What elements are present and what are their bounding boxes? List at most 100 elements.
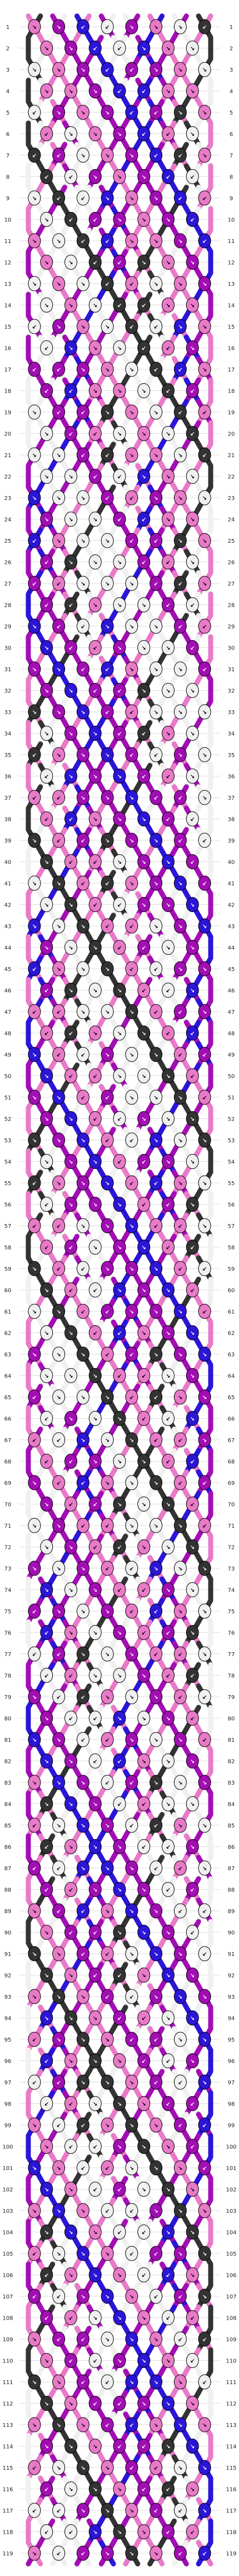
knot-direction-arrow: ↘ <box>166 1759 170 1765</box>
knot-direction-arrow: ↙ <box>130 1566 134 1572</box>
row-label-left: 33 <box>4 710 12 716</box>
row-label-right: 79 <box>228 1695 235 1701</box>
knot-direction-arrow: ↙ <box>93 217 97 224</box>
row-label-right: 10 <box>228 217 235 224</box>
row-label-left: 106 <box>2 2273 13 2279</box>
knot-direction-arrow: ↙ <box>32 1009 37 1015</box>
knot-direction-arrow: ↙ <box>117 474 122 480</box>
knot-direction-arrow: ↙ <box>178 410 182 416</box>
knot-direction-arrow: ↙ <box>56 196 61 202</box>
knot-direction-arrow: ↘ <box>68 474 73 480</box>
row-label-right: 61 <box>228 1309 235 1315</box>
knot-direction-arrow: ↙ <box>81 196 85 202</box>
row-label-right: 28 <box>228 603 235 609</box>
knot-direction-arrow: ↘ <box>44 731 49 737</box>
knot-direction-arrow: ↙ <box>32 2465 37 2471</box>
knot-direction-arrow: ↙ <box>153 110 158 116</box>
knot-direction-arrow: ↘ <box>81 1866 85 1872</box>
knot-direction-arrow: ↙ <box>178 1009 182 1015</box>
knot-direction-arrow: ↘ <box>44 945 49 952</box>
knot-direction-arrow: ↙ <box>105 667 109 673</box>
knot-direction-arrow: ↘ <box>190 1202 195 1208</box>
knot-direction-arrow: ↘ <box>142 860 146 866</box>
knot-direction-arrow: ↘ <box>202 1780 207 1786</box>
knot-direction-arrow: ↘ <box>130 410 134 416</box>
row-label-right: 39 <box>228 838 235 844</box>
knot-direction-arrow: ↙ <box>81 667 85 673</box>
knot-direction-arrow: ↙ <box>153 581 158 587</box>
knot-direction-arrow: ↙ <box>166 389 170 395</box>
row-label-right: 24 <box>228 517 235 523</box>
knot-direction-arrow: ↘ <box>142 432 146 438</box>
knot-direction-arrow: ↘ <box>44 688 49 695</box>
knot-direction-arrow: ↘ <box>105 581 109 587</box>
knot-direction-arrow: ↘ <box>130 1438 134 1444</box>
knot-direction-arrow: ↘ <box>190 474 195 480</box>
row-label-right: 56 <box>228 1202 235 1208</box>
row-label-left: 85 <box>4 1823 12 1829</box>
knot-direction-arrow: ↘ <box>142 2187 146 2193</box>
row-label-right: 119 <box>226 2551 236 2557</box>
knot-direction-arrow: ↙ <box>105 881 109 887</box>
row-label-right: 31 <box>228 667 235 673</box>
row-label-left: 18 <box>4 389 12 395</box>
row-label-left: 118 <box>2 2530 13 2536</box>
knot-direction-arrow: ↘ <box>32 1352 37 1358</box>
knot-direction-arrow: ↙ <box>44 389 49 395</box>
knot-direction-arrow: ↘ <box>117 560 122 566</box>
row-label-right: 54 <box>228 1160 235 1166</box>
row-label-left: 102 <box>2 2187 13 2193</box>
knot-direction-arrow: ↙ <box>93 1930 97 1936</box>
knot-direction-arrow: ↙ <box>44 1459 49 1465</box>
knot-direction-arrow: ↙ <box>68 2102 73 2108</box>
knot-direction-arrow: ↙ <box>93 1759 97 1765</box>
knot-direction-arrow: ↘ <box>202 110 207 116</box>
knot-direction-arrow: ↘ <box>56 1352 61 1358</box>
knot-direction-arrow: ↘ <box>178 1095 182 1101</box>
knot-direction-arrow: ↘ <box>202 1395 207 1401</box>
knot-direction-arrow: ↙ <box>117 1973 122 1979</box>
row-label-left: 12 <box>4 260 12 266</box>
knot-direction-arrow: ↘ <box>117 1930 122 1936</box>
knot-direction-arrow: ↙ <box>81 1266 85 1272</box>
row-label-right: 91 <box>228 1951 235 1958</box>
knot-direction-arrow: ↙ <box>190 1716 195 1722</box>
knot-direction-arrow: ↘ <box>32 1566 37 1572</box>
knot-direction-arrow: ↘ <box>190 1588 195 1594</box>
knot-direction-arrow: ↘ <box>56 1181 61 1187</box>
knot-direction-arrow: ↘ <box>105 967 109 973</box>
knot-direction-arrow: ↙ <box>178 1480 182 1487</box>
knot-direction-arrow: ↘ <box>142 260 146 266</box>
knot-direction-arrow: ↙ <box>117 2444 122 2450</box>
knot-direction-arrow: ↘ <box>178 1181 182 1187</box>
knot-direction-arrow: ↙ <box>81 1909 85 1915</box>
row-label-right: 11 <box>228 239 235 245</box>
knot-direction-arrow: ↘ <box>153 24 158 31</box>
knot-direction-arrow: ↙ <box>130 2208 134 2215</box>
knot-direction-arrow: ↙ <box>68 646 73 652</box>
knot-direction-arrow: ↘ <box>190 1331 195 1337</box>
knot-direction-arrow: ↘ <box>178 2208 182 2215</box>
knot-direction-arrow: ↙ <box>56 1438 61 1444</box>
knot-direction-arrow: ↘ <box>130 24 134 31</box>
row-label-right: 51 <box>228 1095 235 1101</box>
knot-direction-arrow: ↘ <box>142 2359 146 2365</box>
knot-direction-arrow: ↙ <box>32 1438 37 1444</box>
row-label-right: 47 <box>228 1009 235 1015</box>
row-label-left: 26 <box>4 560 12 566</box>
knot-direction-arrow: ↘ <box>117 1888 122 1894</box>
knot-direction-arrow: ↘ <box>142 1074 146 1080</box>
row-label-right: 6 <box>230 132 233 138</box>
row-label-left: 119 <box>2 2551 13 2557</box>
knot-direction-arrow: ↙ <box>105 453 109 459</box>
knot-direction-arrow: ↘ <box>56 1780 61 1786</box>
knot-direction-arrow: ↙ <box>142 1802 146 1808</box>
row-label-left: 9 <box>6 196 9 202</box>
row-label-left: 100 <box>2 2144 13 2151</box>
knot-direction-arrow: ↙ <box>202 1523 207 1529</box>
row-label-right: 104 <box>226 2230 236 2236</box>
knot-direction-arrow: ↘ <box>93 988 97 994</box>
knot-direction-arrow: ↘ <box>93 517 97 523</box>
knot-direction-arrow: ↙ <box>93 1545 97 1551</box>
knot-direction-arrow: ↙ <box>202 453 207 459</box>
